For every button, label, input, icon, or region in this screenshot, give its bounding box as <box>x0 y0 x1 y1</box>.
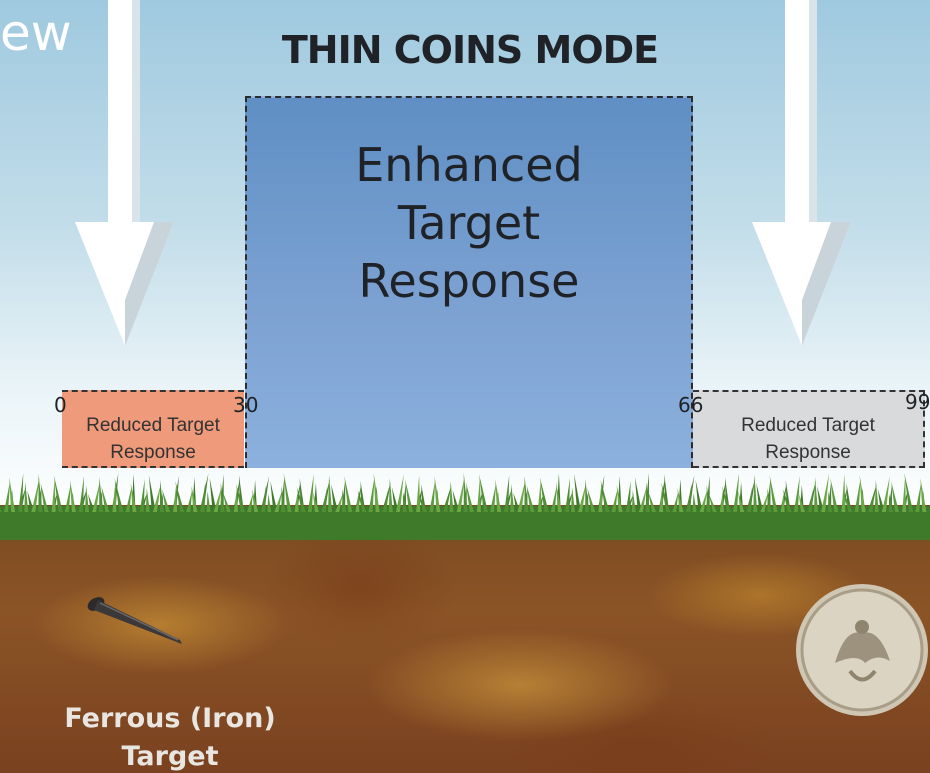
ferrous-target-label: Ferrous (Iron) Target <box>64 703 276 772</box>
tick-99: 99 <box>905 390 930 414</box>
corner-text: ew <box>0 4 72 62</box>
tick-30: 30 <box>233 393 259 417</box>
reduced-response-label-high: Reduced Target Response <box>741 415 875 463</box>
reduced-response-zone-high: Reduced Target Response <box>693 390 925 468</box>
tick-0: 0 <box>54 393 67 417</box>
diagram-title: THIN COINS MODE <box>281 28 659 72</box>
down-arrow-icon <box>75 0 174 346</box>
enhanced-response-label: Enhanced Target Response <box>355 138 583 308</box>
soil-layer <box>0 505 930 773</box>
reduced-response-label-low: Reduced Target Response <box>86 415 220 463</box>
down-arrow-icon <box>752 0 851 346</box>
reduced-response-zone-low: Reduced Target Response <box>62 390 244 468</box>
iron-nail-icon <box>87 597 182 644</box>
eagle-coin-icon <box>796 584 928 716</box>
enhanced-response-zone: Enhanced Target Response <box>245 96 693 468</box>
tick-66: 66 <box>678 393 704 417</box>
grass-strip <box>0 473 930 540</box>
